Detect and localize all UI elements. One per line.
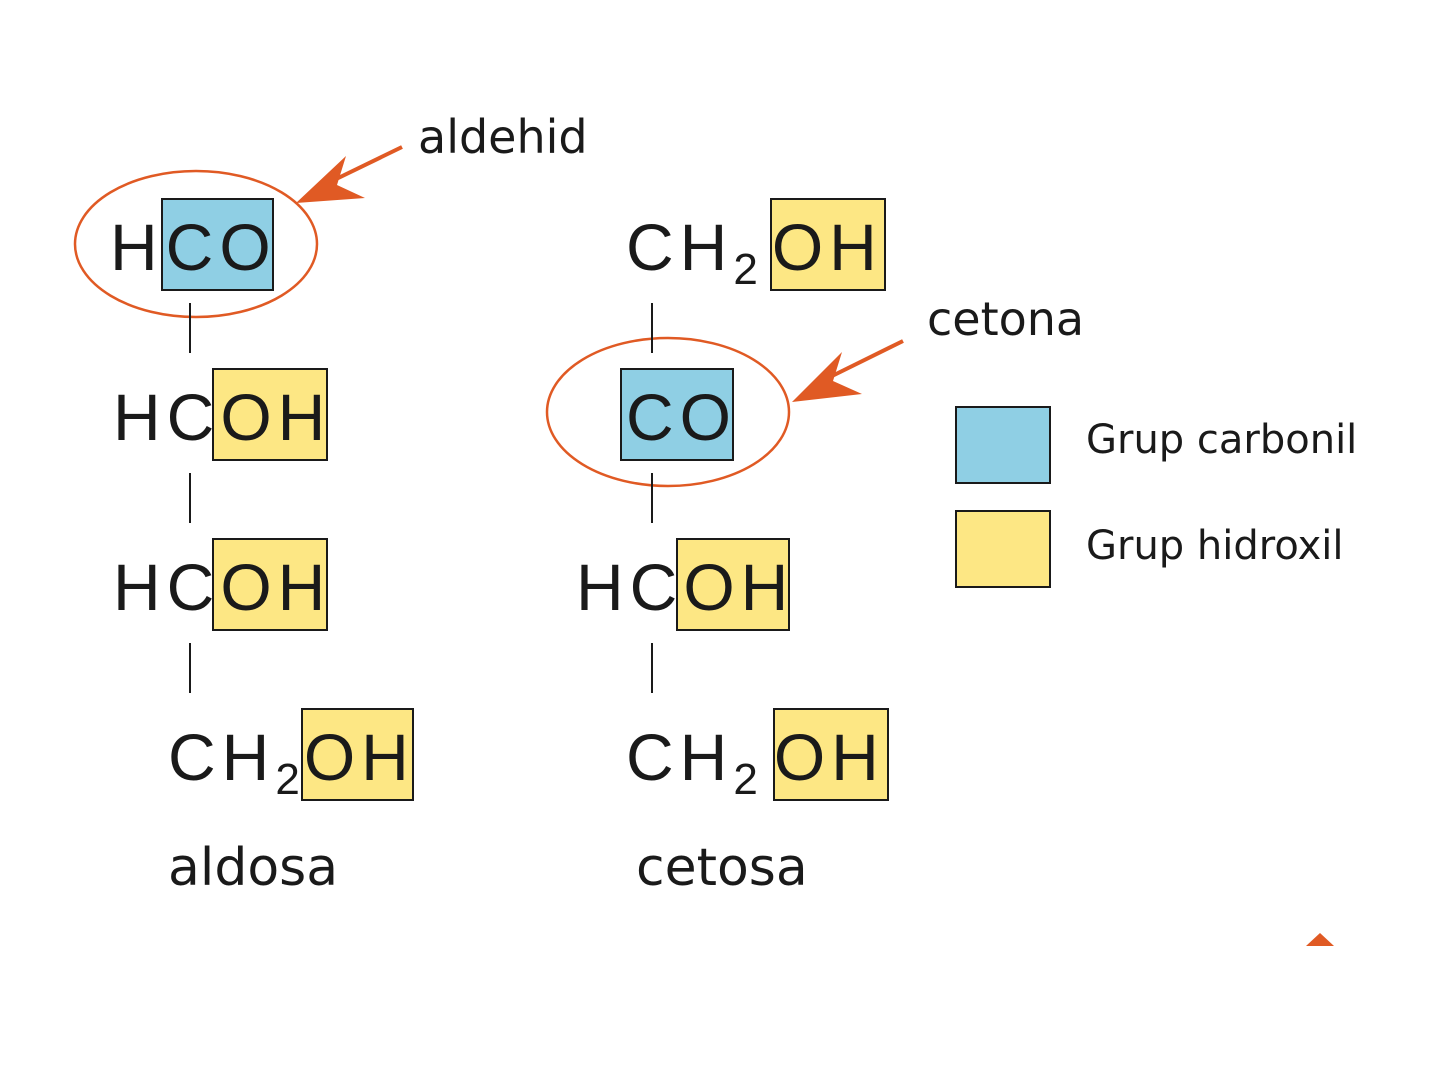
- bond-line: [651, 643, 653, 693]
- hidroxil-group-text: OH: [303, 720, 415, 794]
- bond-line: [651, 303, 653, 353]
- aldosa-row-4: CH2OH: [168, 724, 415, 802]
- legend-swatch-carbonil: [955, 406, 1051, 484]
- bond-line: [189, 473, 191, 523]
- atom-h: H: [110, 210, 164, 284]
- aldosa-row-3: HCOH: [113, 554, 331, 620]
- aldosa-row-1: HCO: [110, 214, 277, 280]
- cetona-arrow-icon: [792, 339, 904, 402]
- carbonil-group-text: CO: [626, 380, 737, 454]
- hidroxil-box: [773, 708, 889, 801]
- aldehid-highlight-ellipse: [73, 169, 319, 319]
- hidroxil-box: [676, 538, 790, 631]
- cetona-label: cetona: [927, 292, 1085, 346]
- subscript-2: 2: [733, 245, 758, 294]
- bond-line: [651, 473, 653, 523]
- aldehid-arrow-icon: [296, 145, 403, 203]
- hidroxil-group-text: OH: [773, 720, 885, 794]
- carbonil-group-text: CO: [165, 210, 277, 284]
- carbonil-box: [161, 198, 274, 291]
- atoms-ch: CH: [168, 720, 276, 794]
- hidroxil-group-text: OH: [771, 210, 883, 284]
- aldehid-label: aldehid: [418, 110, 588, 164]
- aldosa-row-2: HCOH: [113, 384, 331, 450]
- bond-line: [189, 643, 191, 693]
- hidroxil-box: [770, 198, 886, 291]
- cetosa-row-2: CO: [626, 384, 737, 450]
- hidroxil-box: [301, 708, 414, 801]
- hidroxil-group-text: OH: [220, 380, 332, 454]
- hidroxil-box: [212, 538, 328, 631]
- subscript-2: 2: [733, 755, 758, 804]
- atoms-ch: CH: [626, 720, 734, 794]
- carbonil-box: [620, 368, 734, 461]
- hidroxil-group-text: OH: [220, 550, 332, 624]
- atoms-ch: CH: [626, 210, 734, 284]
- legend-label-hidroxil: Grup hidroxil: [1086, 523, 1344, 569]
- hidroxil-group-text: OH: [683, 550, 795, 624]
- cetosa-caption: cetosa: [636, 838, 808, 898]
- cetosa-row-3: HCOH: [576, 554, 794, 620]
- aldosa-caption: aldosa: [168, 838, 339, 898]
- atoms-hc: HC: [576, 550, 684, 624]
- subscript-2: 2: [275, 755, 300, 804]
- triangle-up-icon: [1306, 933, 1334, 946]
- legend-swatch-hidroxil: [955, 510, 1051, 588]
- legend-label-carbonil: Grup carbonil: [1086, 417, 1358, 463]
- atoms-hc: HC: [113, 380, 221, 454]
- bond-line: [189, 303, 191, 353]
- cetona-highlight-ellipse: [545, 336, 791, 488]
- hidroxil-box: [212, 368, 328, 461]
- atoms-hc: HC: [113, 550, 221, 624]
